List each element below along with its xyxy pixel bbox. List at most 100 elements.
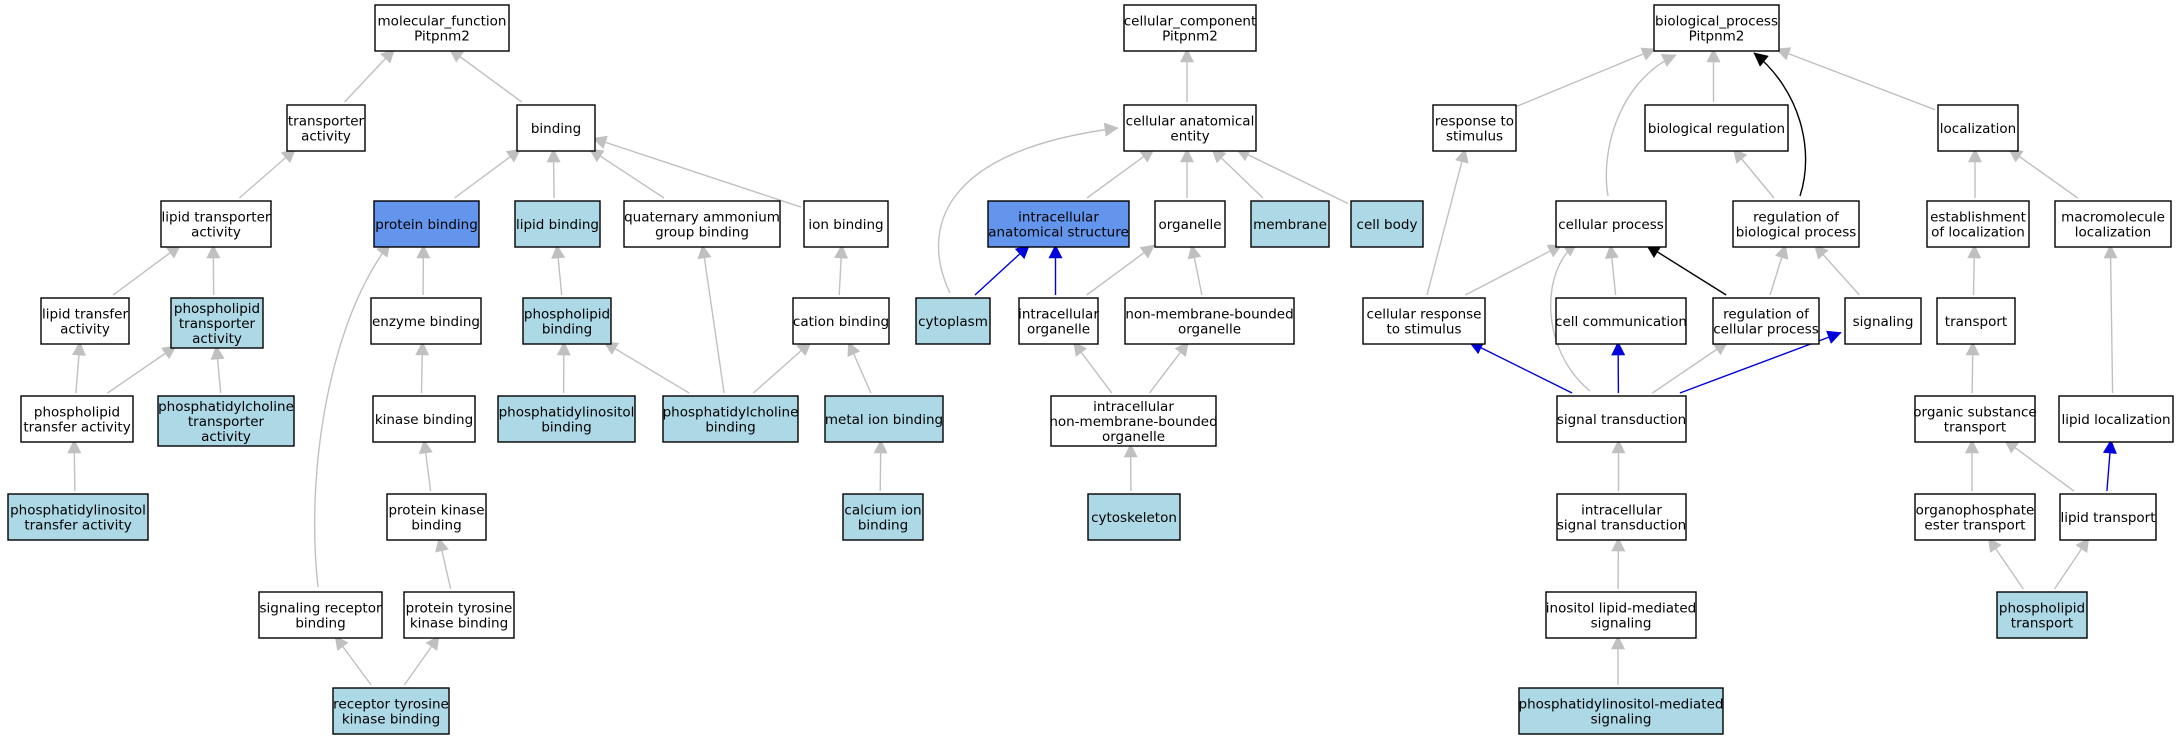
node-label-line: inositol lipid-mediated bbox=[1546, 601, 1696, 617]
node-box bbox=[1556, 493, 1687, 541]
go-term-node-metal-ion-binding[interactable]: metal ion binding bbox=[824, 395, 944, 443]
edge-signaling_receptor_binding-to-protein_binding bbox=[314, 242, 391, 588]
edge bbox=[418, 439, 433, 492]
edge bbox=[592, 135, 802, 208]
node-label-line: phosphatidylcholine bbox=[158, 399, 294, 415]
go-term-node-cytoskeleton[interactable]: cytoskeleton bbox=[1087, 493, 1181, 541]
go-term-node-biological-regulation[interactable]: biological regulation bbox=[1644, 104, 1789, 152]
go-term-node-cellular-process[interactable]: cellular process bbox=[1555, 200, 1667, 248]
node-box bbox=[1123, 104, 1257, 152]
node-box bbox=[286, 104, 366, 152]
edge-pc_transporter_activity-to-phospholipid_transporter_activity bbox=[210, 345, 225, 394]
node-label-line: activity bbox=[60, 322, 110, 338]
go-term-node-enzyme-binding[interactable]: enzyme binding bbox=[370, 297, 482, 345]
edge bbox=[1967, 244, 1982, 296]
edge-lipid_transporter_activity-to-transporter_activity bbox=[238, 148, 297, 199]
node-label-line: cellular anatomical bbox=[1126, 114, 1255, 130]
node-label-line: calcium ion bbox=[844, 503, 921, 519]
edge bbox=[1187, 244, 1203, 296]
node-label-line: localization bbox=[2075, 225, 2151, 241]
node-label-line: quaternary ammonium bbox=[624, 210, 780, 226]
go-term-node-kinase-binding[interactable]: kinase binding bbox=[372, 395, 476, 443]
edge bbox=[2008, 148, 2079, 199]
edge-macromolecule_localization-to-localization bbox=[2008, 148, 2079, 199]
go-term-node-cytoplasm[interactable]: cytoplasm bbox=[915, 297, 991, 345]
node-box bbox=[1123, 4, 1257, 52]
go-term-node-localization[interactable]: localization bbox=[1937, 104, 2019, 152]
go-term-node-lipid-binding[interactable]: lipid binding bbox=[514, 200, 601, 248]
node-label-line: phospholipid bbox=[1999, 601, 2085, 617]
edge bbox=[1550, 242, 1591, 392]
go-term-node-cell-body[interactable]: cell body bbox=[1350, 200, 1424, 248]
edge-metal_ion_binding-to-cation_binding bbox=[847, 341, 872, 394]
go-term-node-organelle[interactable]: organelle bbox=[1154, 200, 1226, 248]
node-label-line: intracellular bbox=[1581, 503, 1662, 519]
go-term-node-ion-binding[interactable]: ion binding bbox=[803, 200, 889, 248]
node-box bbox=[332, 687, 450, 735]
go-term-node-lipid-transport[interactable]: lipid transport bbox=[2059, 493, 2157, 541]
go-term-node-binding[interactable]: binding bbox=[516, 104, 596, 152]
go-term-node-intracellular-nmb-organelle[interactable]: intracellularnon-membrane-boundedorganel… bbox=[1049, 395, 1218, 447]
node-box bbox=[170, 297, 264, 349]
go-term-node-lipid-localization[interactable]: lipid localization bbox=[2058, 395, 2174, 443]
edge bbox=[1965, 341, 1980, 394]
go-term-node-cation-binding[interactable]: cation binding bbox=[792, 297, 890, 345]
node-label-line: protein binding bbox=[375, 217, 478, 233]
edge bbox=[1512, 47, 1657, 109]
node-label-line: ion binding bbox=[808, 217, 883, 233]
go-term-node-signaling[interactable]: signaling bbox=[1844, 297, 1922, 345]
edge-protein_binding-to-binding bbox=[454, 148, 522, 199]
edge-phospholipid_transport-to-lipid_transport bbox=[2053, 537, 2090, 590]
node-label-line: biological process bbox=[1736, 225, 1857, 241]
node-label-line: binding bbox=[531, 121, 581, 137]
edge-phospholipid_transfer_activity-to-lipid_transfer_activity bbox=[71, 341, 86, 394]
go-term-node-protein-binding[interactable]: protein binding bbox=[373, 200, 480, 248]
go-term-node-membrane[interactable]: membrane bbox=[1250, 200, 1330, 248]
node-label-line: signal transduction bbox=[1557, 518, 1686, 534]
edge-lipid_transport-to-organic_substance_transport bbox=[2004, 439, 2075, 492]
edge bbox=[206, 244, 221, 296]
go-term-node-signal-transduction[interactable]: signal transduction bbox=[1556, 395, 1687, 443]
node-label-line: cytoplasm bbox=[918, 314, 988, 330]
go-term-node-cell-communication[interactable]: cell communication bbox=[1555, 297, 1687, 345]
node-label-line: phosphatidylinositol bbox=[499, 405, 635, 421]
node-box bbox=[157, 395, 295, 447]
node-label-line: binding bbox=[411, 518, 461, 534]
go-term-node-transport[interactable]: transport bbox=[1936, 297, 2016, 345]
